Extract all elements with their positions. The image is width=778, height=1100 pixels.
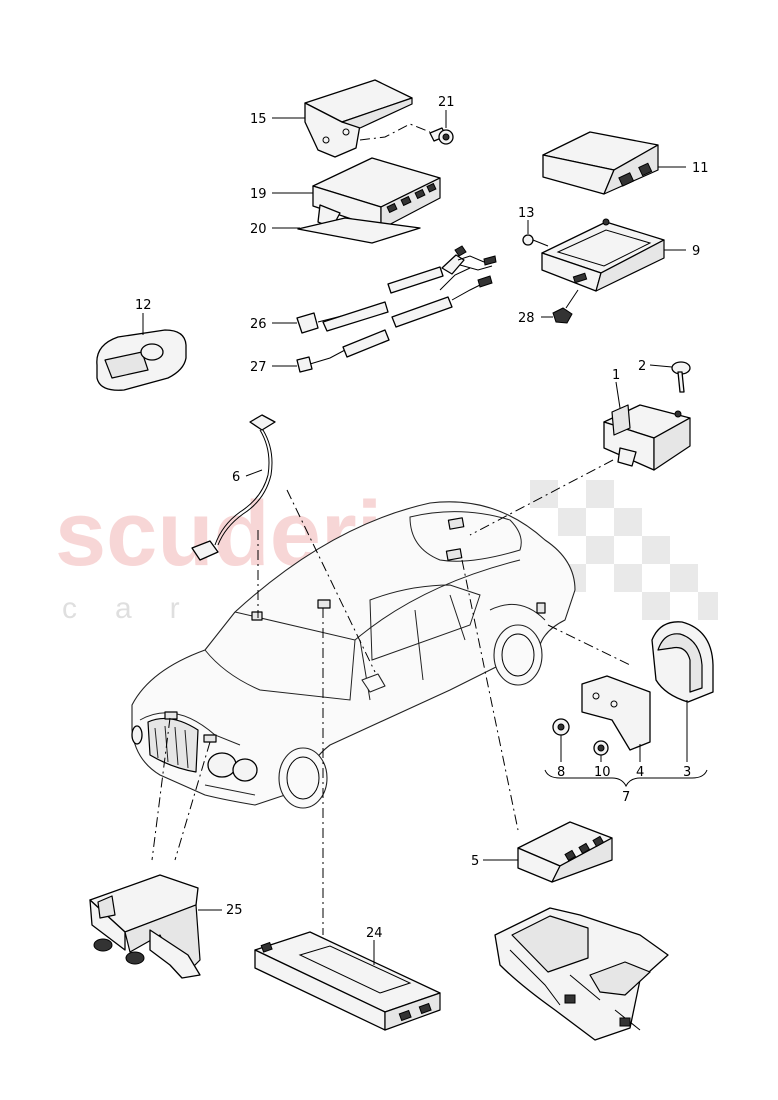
part-8-nut [552,718,570,736]
part-28-axis [565,289,579,309]
part-26-cable [296,245,497,334]
callout-10: 10 [594,765,611,780]
part-12-key [96,329,187,391]
callout-labels: 15 21 19 20 11 13 9 28 26 27 12 2 1 6 8 … [135,95,709,941]
part-9-tray [541,218,665,292]
callout-9: 9 [692,244,700,259]
part-19-control-unit [312,157,441,230]
part-2-screw [671,361,691,393]
callout-1: 1 [612,368,620,383]
part-27-cable [296,275,493,373]
callout-6: 6 [232,470,240,485]
callout-28: 28 [518,311,535,326]
part-6-cable [191,414,276,561]
callout-15: 15 [250,112,267,127]
callout-8: 8 [557,765,565,780]
part-13-screw [522,234,549,247]
part-25-sensor [89,874,201,979]
part-4-bracket [581,675,651,751]
part-1-module [603,404,691,471]
part-20-pad [297,217,421,244]
part-10-nut [593,740,609,756]
part-5-module [517,821,613,883]
callout-24: 24 [366,926,383,941]
assignment-lines [151,459,631,935]
part-28-clip [552,307,573,324]
part-15-bracket [304,79,413,158]
callout-19: 19 [250,187,267,202]
callout-12: 12 [135,298,152,313]
callout-26: 26 [250,317,267,332]
part-24-module [254,931,441,1031]
callout-20: 20 [250,222,267,237]
part-3-horn [651,621,714,703]
callout-11: 11 [692,161,709,176]
callout-5: 5 [471,854,479,869]
callout-7: 7 [622,790,630,805]
part-21-axis [359,123,431,141]
callout-25: 25 [226,903,243,918]
callout-2: 2 [638,359,646,374]
callout-4: 4 [636,765,644,780]
part-5-holder [494,907,669,1041]
callout-3: 3 [683,765,691,780]
callout-27: 27 [250,360,267,375]
callout-13: 13 [518,206,535,221]
car-illustration [131,501,576,809]
part-21-screw [429,127,454,145]
leader-lines [142,110,708,965]
callout-21: 21 [438,95,455,110]
part-11-unit [542,131,659,195]
